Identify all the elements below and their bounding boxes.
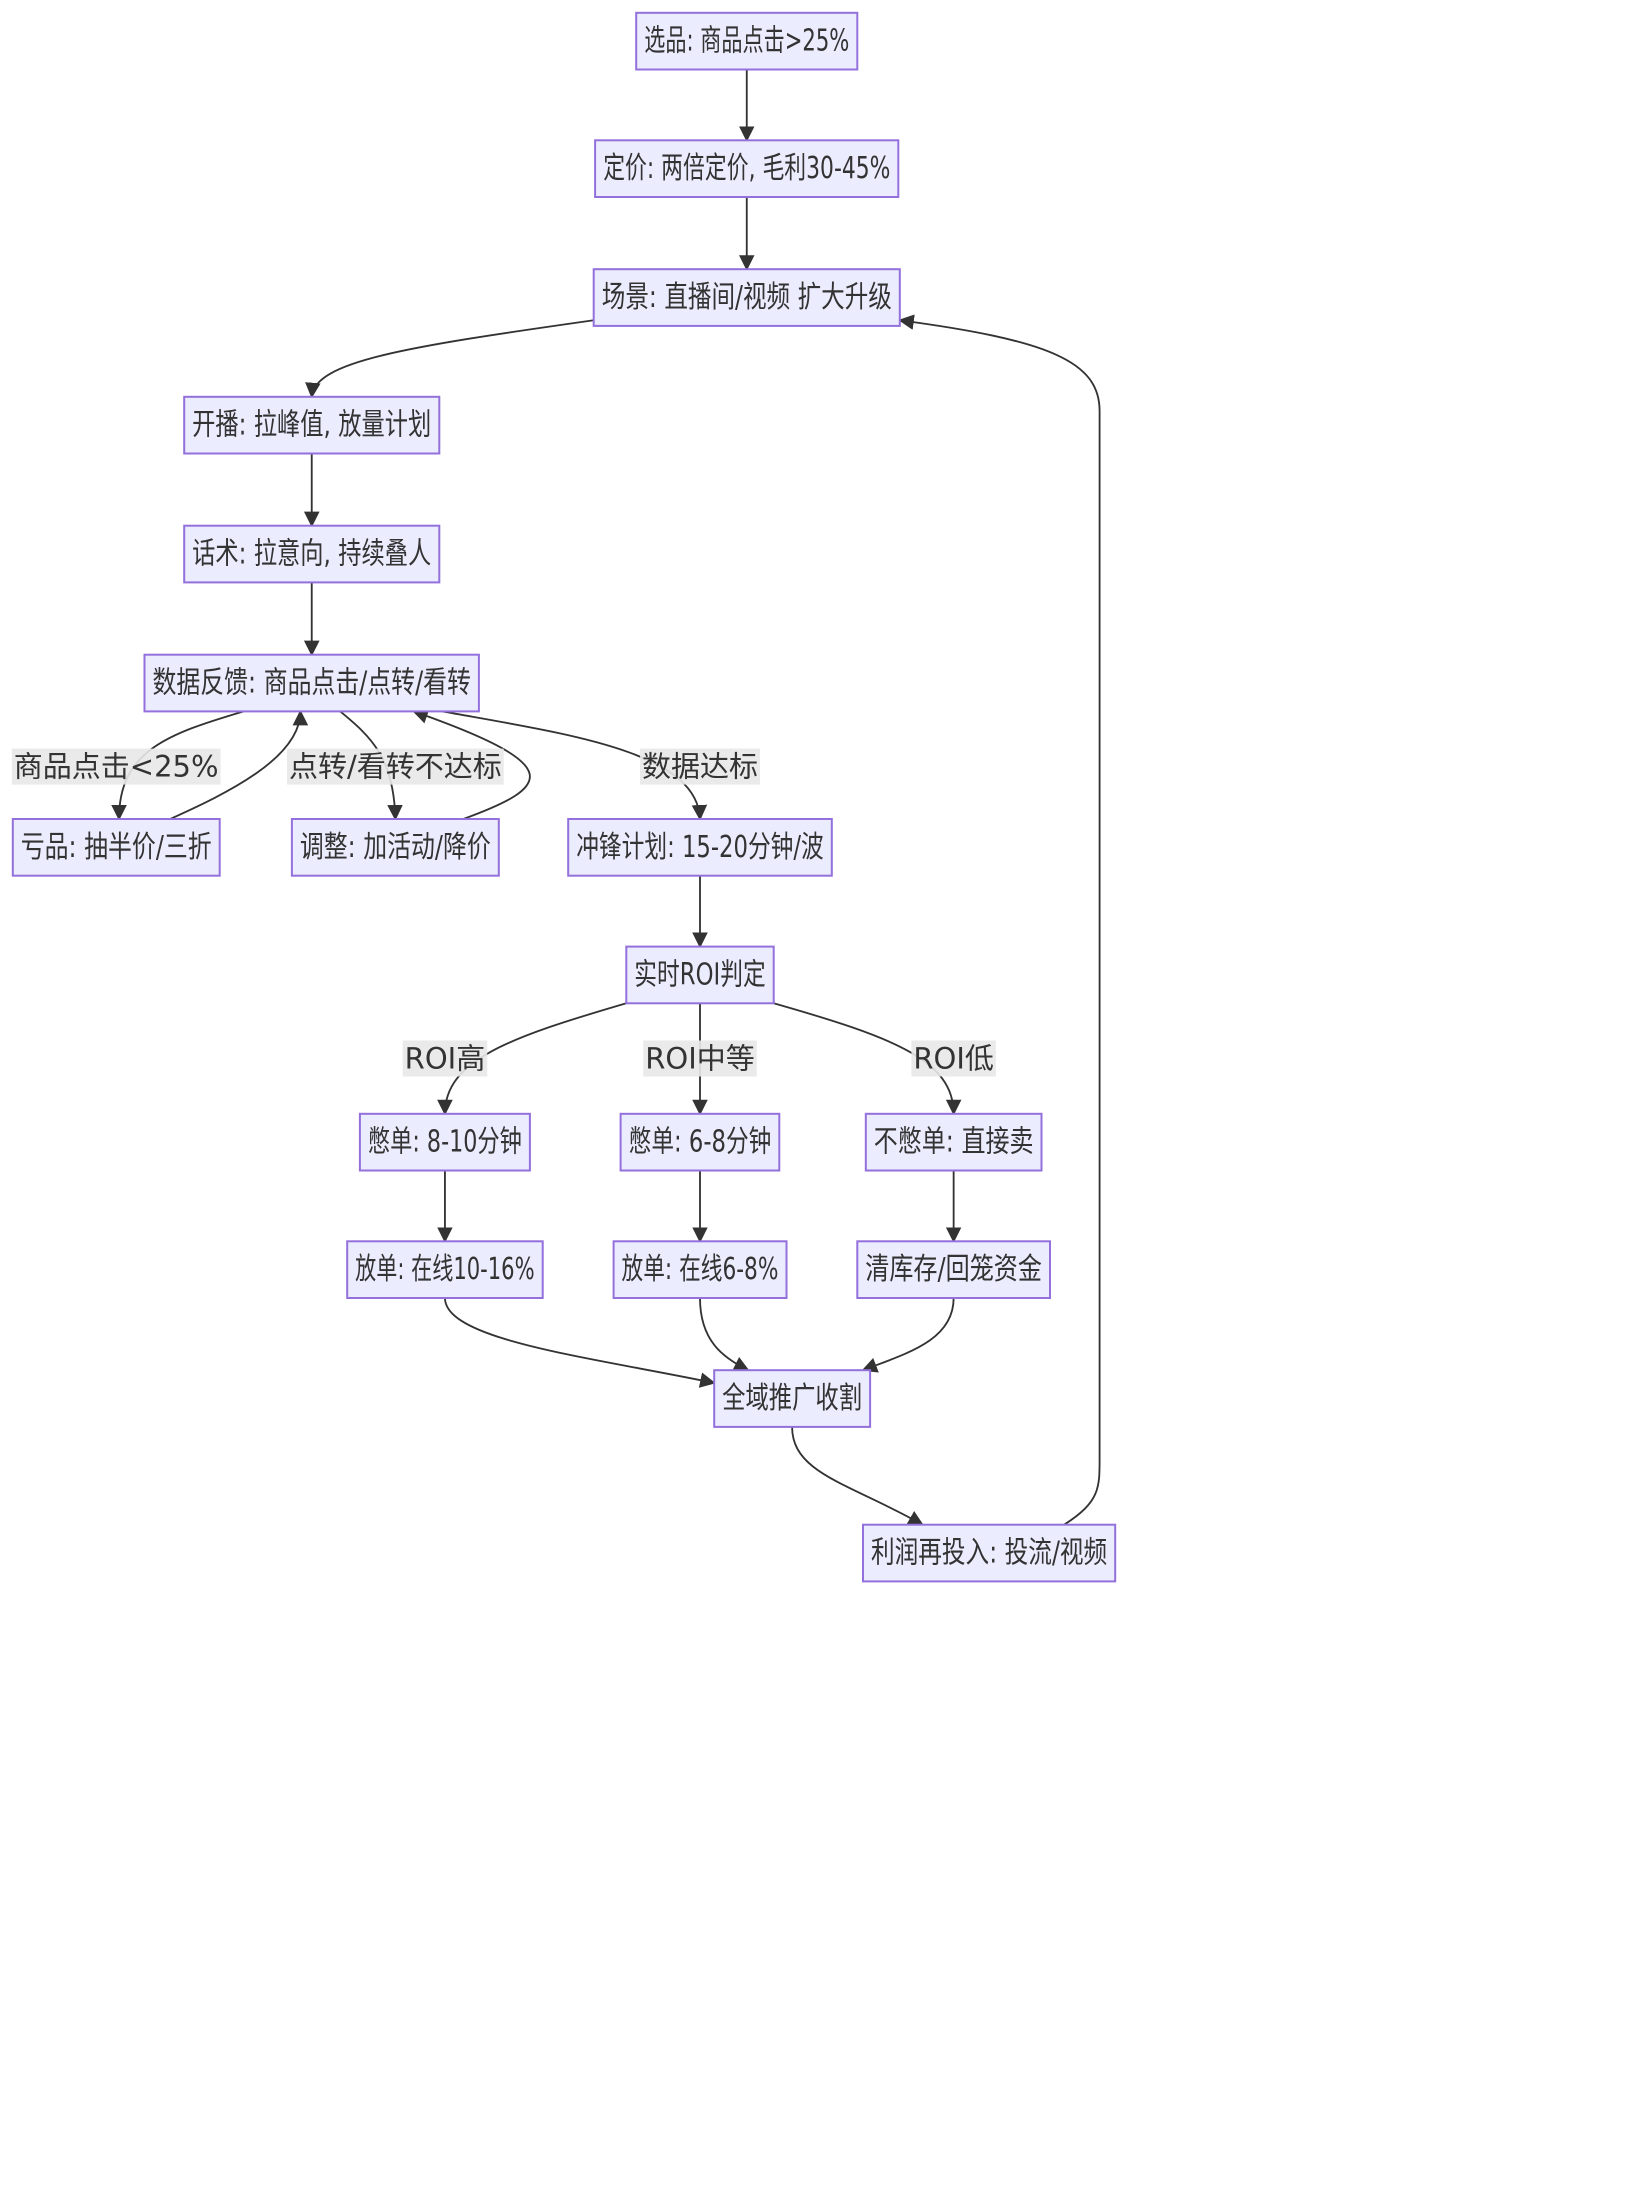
node-label: 放单: 在线10-16% (355, 1252, 535, 1287)
edge-scene-to-start (305, 320, 594, 399)
node-hold_mid: 憋单: 6-8分钟 (619, 1112, 781, 1172)
node-box (592, 268, 901, 327)
edge-release_high-to-harvest (445, 1298, 716, 1388)
node-release_mid: 放单: 在线6-8% (612, 1240, 788, 1300)
node-start: 开播: 拉峰值, 放量计划 (183, 395, 441, 455)
node-feedback: 数据反馈: 商品点击/点转/看转 (143, 653, 480, 713)
edge-roi-to-nohold (774, 1003, 962, 1116)
node-label: 憋单: 6-8分钟 (629, 1125, 772, 1160)
edge-label-background (643, 1040, 757, 1077)
node-box (864, 1112, 1043, 1172)
node-box (856, 1240, 1051, 1300)
edge-feedback-to-loss (111, 711, 244, 821)
node-reinvest: 利润再投入: 投流/视频 (862, 1523, 1117, 1583)
node-box (862, 1523, 1117, 1583)
edge-label-feedback-to-adjust: 点转/看转不达标 (286, 748, 504, 785)
edge-label-roi-to-hold_mid: ROI中等 (643, 1040, 757, 1077)
node-script: 话术: 拉意向, 持续叠人 (183, 524, 441, 584)
node-clear: 清库存/回笼资金 (856, 1240, 1051, 1300)
node-label: 开播: 拉峰值, 放量计划 (192, 408, 431, 443)
node-label: 实时ROI判定 (634, 957, 765, 992)
edge-label-roi-to-hold_high: ROI高 (402, 1040, 488, 1077)
node-select: 选品: 商品点击>25% (635, 11, 859, 71)
node-price: 定价: 两倍定价, 毛利30-45% (594, 139, 900, 199)
node-label: 全域推广收割 (722, 1381, 862, 1416)
node-label: 亏品: 抽半价/三折 (21, 830, 212, 865)
node-box (594, 139, 900, 199)
node-label: 选品: 商品点击>25% (644, 24, 849, 59)
node-label: 调整: 加活动/降价 (300, 830, 491, 865)
edge-roi-to-hold_high (437, 1003, 626, 1116)
node-box (567, 818, 833, 877)
edge-label-background (911, 1040, 996, 1077)
edge-clear-to-harvest (861, 1298, 954, 1373)
node-label: 不憋单: 直接卖 (874, 1125, 1034, 1160)
node-box (183, 524, 441, 584)
edge-label-roi-to-nohold: ROI低 (911, 1040, 996, 1077)
node-label: 定价: 两倍定价, 毛利30-45% (603, 151, 890, 186)
edge-label-text: ROI高 (405, 1041, 486, 1075)
edge-feedback-to-charge (442, 711, 708, 821)
node-box (290, 818, 500, 877)
edge-label-background (639, 748, 761, 785)
edge-label-background (286, 748, 504, 785)
node-box (11, 818, 221, 877)
node-charge: 冲锋计划: 15-20分钟/波 (567, 818, 833, 877)
node-label: 冲锋计划: 15-20分钟/波 (576, 830, 824, 865)
node-roi: 实时ROI判定 (625, 945, 775, 1005)
node-label: 憋单: 8-10分钟 (368, 1125, 522, 1160)
edge-reinvest-to-scene (898, 314, 1100, 1524)
edge-adjust-to-feedback (412, 708, 530, 819)
node-label: 放单: 在线6-8% (622, 1252, 779, 1287)
node-nohold: 不憋单: 直接卖 (864, 1112, 1043, 1172)
node-box (612, 1240, 788, 1300)
edge-label-background (11, 748, 221, 785)
node-box (635, 11, 859, 71)
node-label: 数据反馈: 商品点击/点转/看转 (153, 666, 471, 701)
edge-label-text: 商品点击<25% (14, 750, 219, 784)
node-box (183, 395, 441, 455)
node-box (143, 653, 480, 713)
node-scene: 场景: 直播间/视频 扩大升级 (592, 268, 901, 327)
edge-label-text: ROI中等 (645, 1041, 755, 1075)
edge-harvest-to-reinvest (792, 1427, 924, 1525)
node-release_high: 放单: 在线10-16% (346, 1240, 544, 1300)
node-box (619, 1112, 781, 1172)
edge-release_mid-to-harvest (700, 1298, 750, 1370)
nodes-layer: 选品: 商品点击>25% 定价: 两倍定价, 毛利30-45% 场景: 直播间/视频… (11, 11, 1117, 1583)
edge-label-text: 点转/看转不达标 (289, 750, 502, 784)
node-hold_high: 憋单: 8-10分钟 (358, 1112, 531, 1172)
node-adjust: 调整: 加活动/降价 (290, 818, 500, 877)
node-label: 利润再投入: 投流/视频 (871, 1536, 1107, 1571)
node-label: 话术: 拉意向, 持续叠人 (192, 537, 431, 572)
edge-label-feedback-to-charge: 数据达标 (639, 748, 761, 785)
node-box (625, 945, 775, 1005)
node-box (713, 1369, 872, 1428)
node-label: 清库存/回笼资金 (865, 1252, 1042, 1287)
node-label: 场景: 直播间/视频 扩大升级 (602, 280, 892, 315)
edge-label-feedback-to-loss: 商品点击<25% (11, 748, 221, 785)
node-loss: 亏品: 抽半价/三折 (11, 818, 221, 877)
edge-label-background (402, 1040, 488, 1077)
node-box (346, 1240, 544, 1300)
edge-labels-layer: 商品点击<25% 点转/看转不达标 数据达标 ROI高 ROI中等 ROI低 (11, 748, 996, 1077)
edge-loss-to-feedback (170, 709, 309, 819)
edge-label-text: ROI低 (913, 1041, 994, 1075)
edge-label-text: 数据达标 (642, 750, 758, 784)
node-box (358, 1112, 531, 1172)
node-harvest: 全域推广收割 (713, 1369, 872, 1428)
